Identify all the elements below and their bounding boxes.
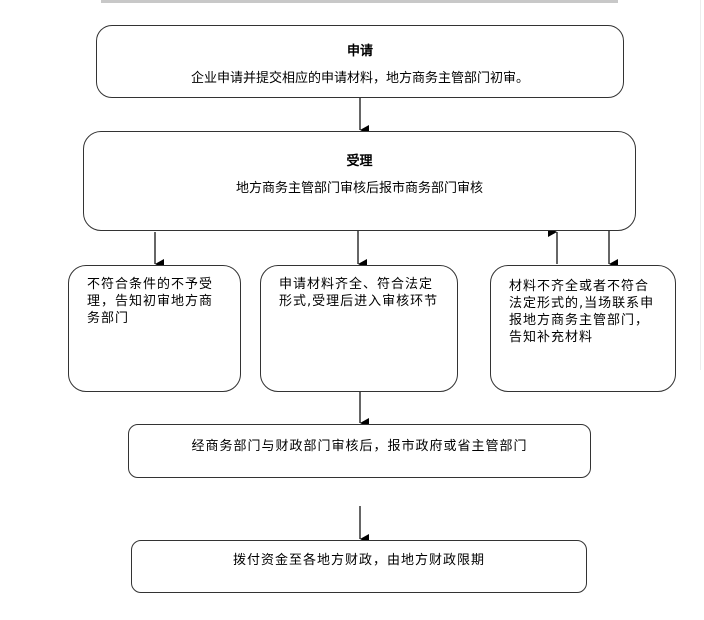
node-reject: 不符合条件的不予受理，告知初审地方商务部门 [68, 265, 241, 392]
node-disburse-text: 拨付资金至各地方财政，由地方财政限期 [232, 553, 485, 568]
node-review-text: 经商务部门与财政部门审核后，报市政府或省主管部门 [191, 439, 528, 454]
node-apply-title: 申请 [346, 44, 373, 59]
top-divider-bar [101, 0, 618, 3]
node-reject-text: 不符合条件的不予受理，告知初审地方商务部门 [87, 277, 214, 326]
node-complete: 申请材料齐全、符合法定形式,受理后进入审核环节 [260, 265, 458, 392]
node-apply: 申请 企业申请并提交相应的申请材料，地方商务主管部门初审。 [96, 25, 624, 98]
node-incomplete-text: 材料不齐全或者不符合法定形式的,当场联系申报地方商务主管部门，告知补充材料 [509, 279, 655, 345]
node-disburse: 拨付资金至各地方财政，由地方财政限期 [131, 540, 587, 593]
node-incomplete: 材料不齐全或者不符合法定形式的,当场联系申报地方商务主管部门，告知补充材料 [490, 265, 676, 392]
right-edge-line [700, 0, 701, 370]
node-review: 经商务部门与财政部门审核后，报市政府或省主管部门 [128, 424, 591, 478]
node-accept: 受理 地方商务主管部门审核后报市商务部门审核 [83, 131, 636, 231]
node-complete-text: 申请材料齐全、符合法定形式,受理后进入审核环节 [279, 277, 439, 309]
node-accept-desc: 地方商务主管部门审核后报市商务部门审核 [235, 181, 483, 196]
node-apply-desc: 企业申请并提交相应的申请材料，地方商务主管部门初审。 [190, 71, 529, 86]
node-accept-title: 受理 [346, 154, 373, 169]
